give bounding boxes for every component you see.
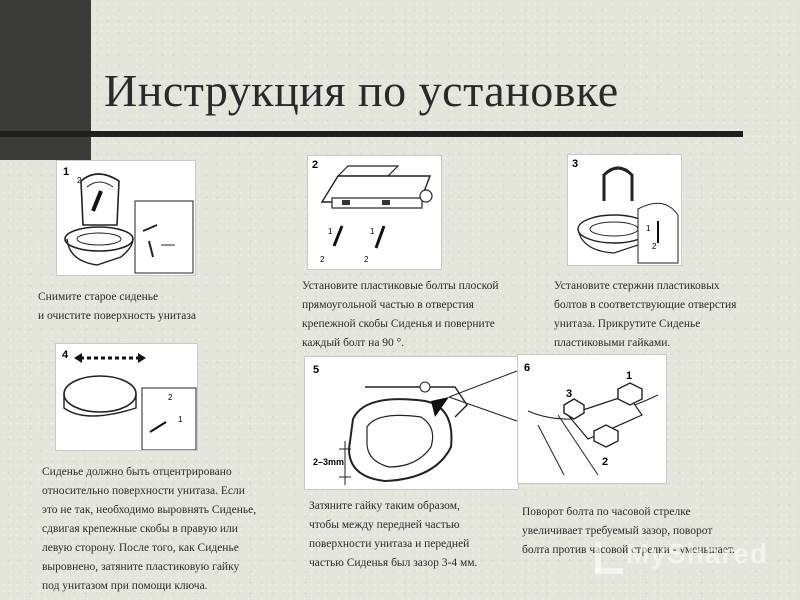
step-5-illustration: 5 2–3mm — [304, 356, 519, 490]
bolt-rotation-drawing: 6 3 1 2 — [524, 362, 659, 476]
step-3-number: 3 — [572, 158, 578, 170]
toilet-center-seat-drawing: 4 2 1 — [62, 349, 197, 450]
step-6-label-2: 2 — [602, 456, 608, 468]
step-4-caption: Сиденье должно быть отцентрировано относ… — [42, 466, 257, 592]
step-3-label-b: 2 — [652, 242, 657, 251]
page-title: Инструкция по установке — [104, 65, 619, 116]
step-3-label-a: 1 — [646, 224, 651, 233]
step-5-gap-label: 2–3mm — [313, 457, 344, 467]
step-4-illustration: 4 2 1 — [55, 343, 198, 451]
seat-gap-adjustment-drawing: 5 2–3mm — [313, 364, 518, 485]
watermark: MyShared — [626, 538, 768, 569]
step-3-caption: Установите стержни пластиковых болтов в … — [554, 280, 737, 349]
step-1-caption: Снимите старое сиденье и очистите поверх… — [38, 291, 196, 322]
toilet-remove-seat-drawing: 1 2 1 — [63, 166, 194, 274]
step-5-number: 5 — [313, 364, 319, 376]
step-6-illustration: 6 3 1 2 — [517, 354, 667, 484]
step-4-label-a: 2 — [168, 393, 173, 402]
hinge-bracket-bolts-drawing: 2 1 2 1 2 — [312, 159, 433, 264]
step-6-caption: Поворот болта по часовой стрелке увеличи… — [522, 506, 735, 556]
toilet-mount-seat-drawing: 3 1 2 — [572, 158, 679, 264]
step-2-label-b: 2 — [320, 255, 325, 264]
step-1-label-a: 2 — [77, 176, 82, 185]
title-rule — [0, 131, 743, 137]
step-1-number: 1 — [63, 166, 69, 178]
step-2-number: 2 — [312, 159, 318, 171]
step-6-label-1: 1 — [626, 370, 632, 382]
step-2-label-d: 2 — [364, 255, 369, 264]
step-4-number: 4 — [62, 349, 69, 361]
watermark-logo-icon — [595, 542, 623, 574]
step-1-illustration: 1 2 1 — [56, 160, 196, 276]
step-2-caption: Установите пластиковые болты плоской пря… — [302, 280, 499, 349]
step-2-illustration: 2 1 2 1 2 — [307, 155, 442, 270]
step-2-label-c: 1 — [370, 227, 375, 236]
step-5-caption: Затяните гайку таким образом, чтобы межд… — [309, 500, 478, 569]
step-4-label-b: 1 — [178, 415, 183, 424]
step-2-label-a: 1 — [328, 227, 333, 236]
step-6-label-3: 3 — [566, 388, 572, 400]
step-6-number: 6 — [524, 362, 530, 374]
step-3-illustration: 3 1 2 — [567, 154, 682, 266]
